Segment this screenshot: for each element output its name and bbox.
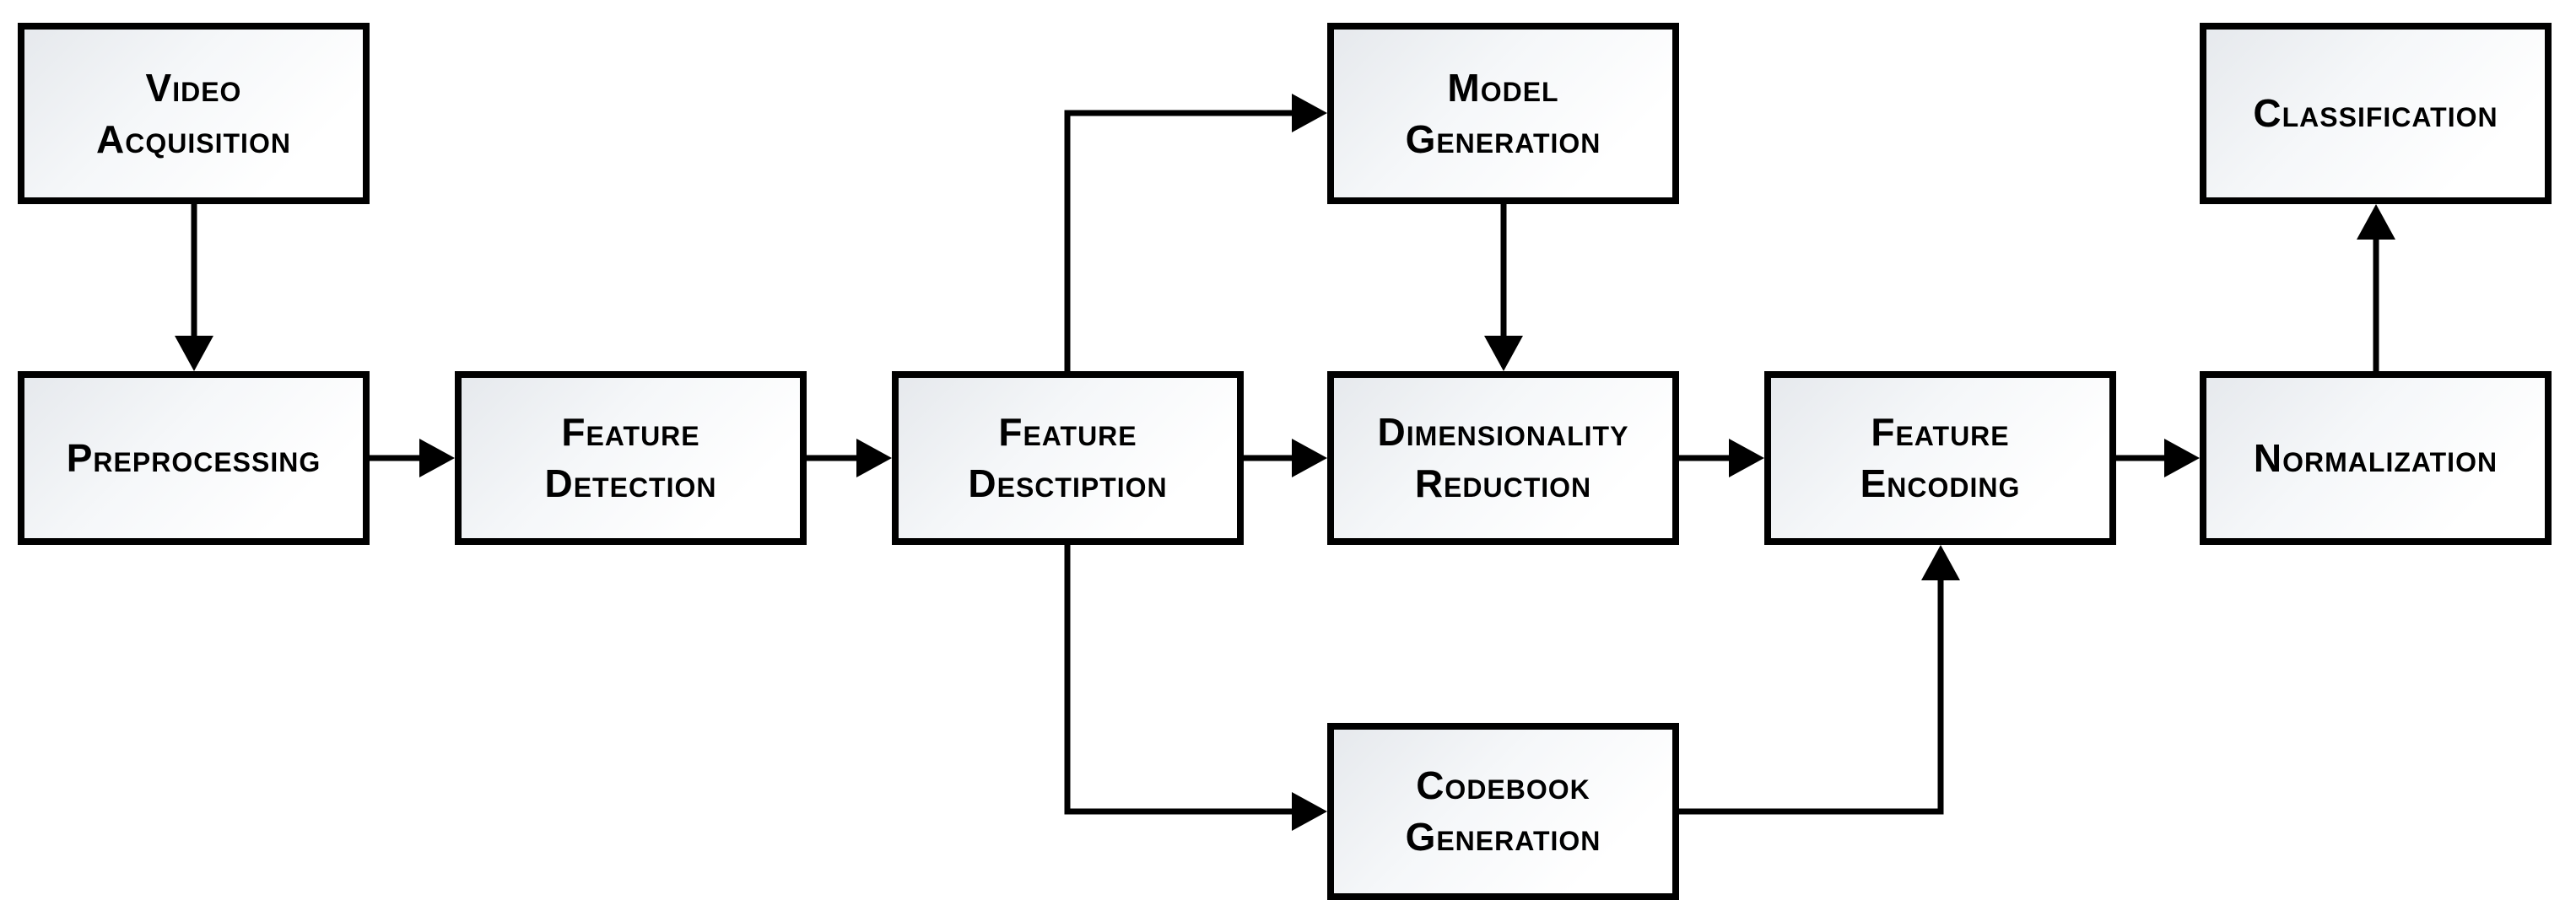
node-feature-desctiption-label: Feature Desctiption bbox=[968, 410, 1168, 505]
node-video-acquisition: Video Acquisition bbox=[18, 23, 370, 204]
edge-feature-desctiption-to-dimensionality-reduction bbox=[1242, 439, 1327, 477]
node-model-generation: Model Generation bbox=[1327, 23, 1679, 204]
node-model-generation-label: Model Generation bbox=[1405, 65, 1601, 161]
edge-feature-desctiption-to-codebook-generation bbox=[1064, 543, 1327, 831]
edge-dimensionality-reduction-to-feature-encoding bbox=[1677, 439, 1764, 477]
node-dimensionality-reduction: Dimensionality Reduction bbox=[1327, 371, 1679, 545]
node-preprocessing-label: Preprocessing bbox=[66, 435, 321, 480]
node-feature-detection: Feature Detection bbox=[455, 371, 807, 545]
node-feature-detection-label: Feature Detection bbox=[544, 410, 717, 505]
edge-video-acquisition-to-preprocessing bbox=[175, 202, 213, 371]
node-preprocessing: Preprocessing bbox=[18, 371, 370, 545]
edge-preprocessing-to-feature-detection bbox=[368, 439, 455, 477]
node-codebook-generation-label: Codebook Generation bbox=[1405, 763, 1601, 859]
node-classification-label: Classification bbox=[2253, 91, 2498, 136]
edge-feature-detection-to-feature-desctiption bbox=[805, 439, 892, 477]
edge-codebook-generation-to-feature-encoding bbox=[1677, 545, 1960, 815]
edge-feature-encoding-to-normalization bbox=[2114, 439, 2200, 477]
edge-model-generation-to-dimensionality-reduction bbox=[1484, 202, 1523, 371]
node-normalization-label: Normalization bbox=[2253, 435, 2498, 480]
node-dimensionality-reduction-label: Dimensionality Reduction bbox=[1377, 410, 1629, 505]
node-normalization: Normalization bbox=[2200, 371, 2552, 545]
node-video-acquisition-label: Video Acquisition bbox=[96, 65, 291, 161]
node-feature-encoding-label: Feature Encoding bbox=[1860, 410, 2021, 505]
edge-feature-desctiption-to-model-generation bbox=[1064, 94, 1327, 373]
node-codebook-generation: Codebook Generation bbox=[1327, 723, 1679, 900]
edge-normalization-to-classification bbox=[2357, 204, 2395, 373]
node-feature-encoding: Feature Encoding bbox=[1764, 371, 2116, 545]
node-feature-desctiption: Feature Desctiption bbox=[892, 371, 1244, 545]
node-classification: Classification bbox=[2200, 23, 2552, 204]
